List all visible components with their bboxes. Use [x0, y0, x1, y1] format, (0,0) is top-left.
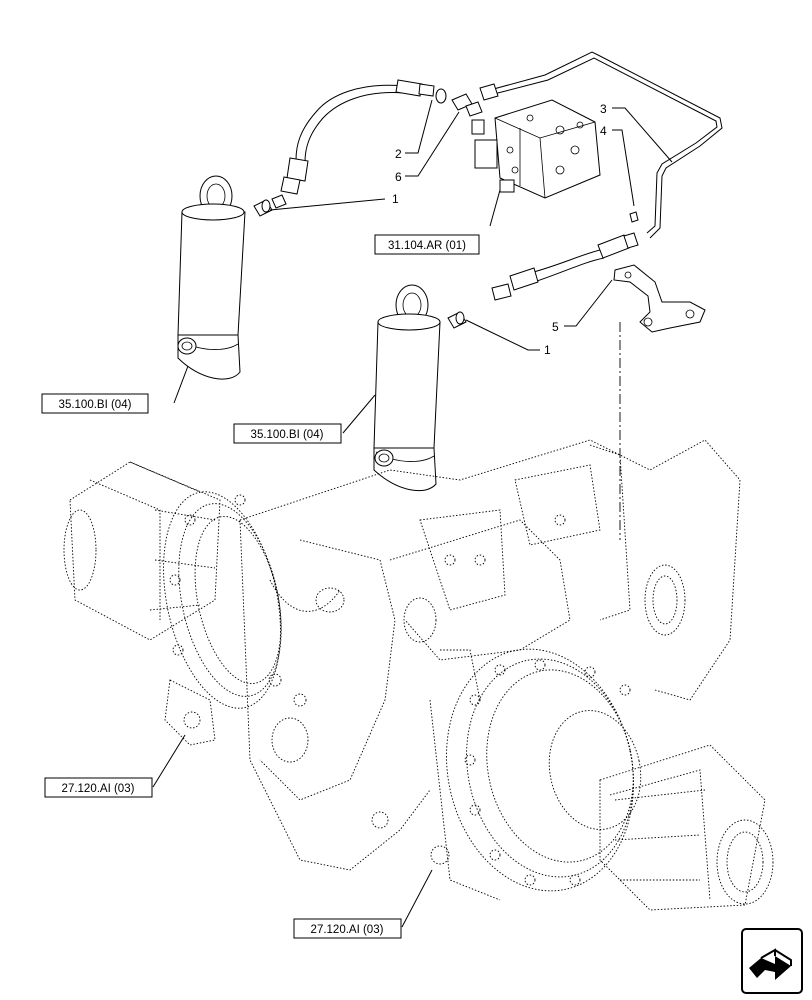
next-page-arrow-icon[interactable]: [741, 928, 803, 994]
reference-box-axle-left[interactable]: 27.120.AI (03): [44, 777, 153, 798]
reference-box-cylinder-right[interactable]: 35.100.BI (04): [233, 423, 342, 444]
fitting-lower: [447, 311, 467, 329]
rear-axle-housing: [63, 439, 774, 911]
reference-box-cylinder-left[interactable]: 35.100.BI (04): [41, 393, 149, 414]
control-valve: [471, 99, 601, 199]
hydraulic-pipe-right: [479, 51, 723, 239]
hydraulic-hose-lower: [491, 232, 639, 301]
callout-numbers: 2 6 1 3 4 5 1: [392, 102, 607, 357]
lift-cylinder-left: [177, 175, 246, 380]
bracket: [613, 264, 706, 333]
reference-label: 27.120.AI (03): [62, 783, 135, 795]
callout-3: 3: [600, 102, 607, 116]
callout-5: 5: [552, 320, 559, 334]
reference-label: 35.100.BI (04): [251, 429, 324, 441]
lift-cylinder-right: [373, 284, 441, 492]
reference-box-axle-right[interactable]: 27.120.AI (03): [293, 918, 402, 939]
reference-label: 31.104.AR (01): [388, 240, 466, 252]
callout-2: 2: [395, 147, 402, 161]
reference-label: 35.100.BI (04): [59, 399, 132, 411]
callout-4: 4: [600, 124, 607, 138]
fitting-valve: [451, 93, 483, 117]
reference-box-valve[interactable]: 31.104.AR (01): [374, 234, 480, 255]
callout-1-lower: 1: [544, 343, 551, 357]
callout-6: 6: [395, 170, 402, 184]
reference-label: 27.120.AI (03): [311, 924, 384, 936]
fitting-upper: [253, 194, 287, 217]
leader-lines: [152, 99, 673, 928]
callout-1-upper: 1: [392, 192, 399, 206]
hydraulic-hose-left: [280, 79, 447, 195]
